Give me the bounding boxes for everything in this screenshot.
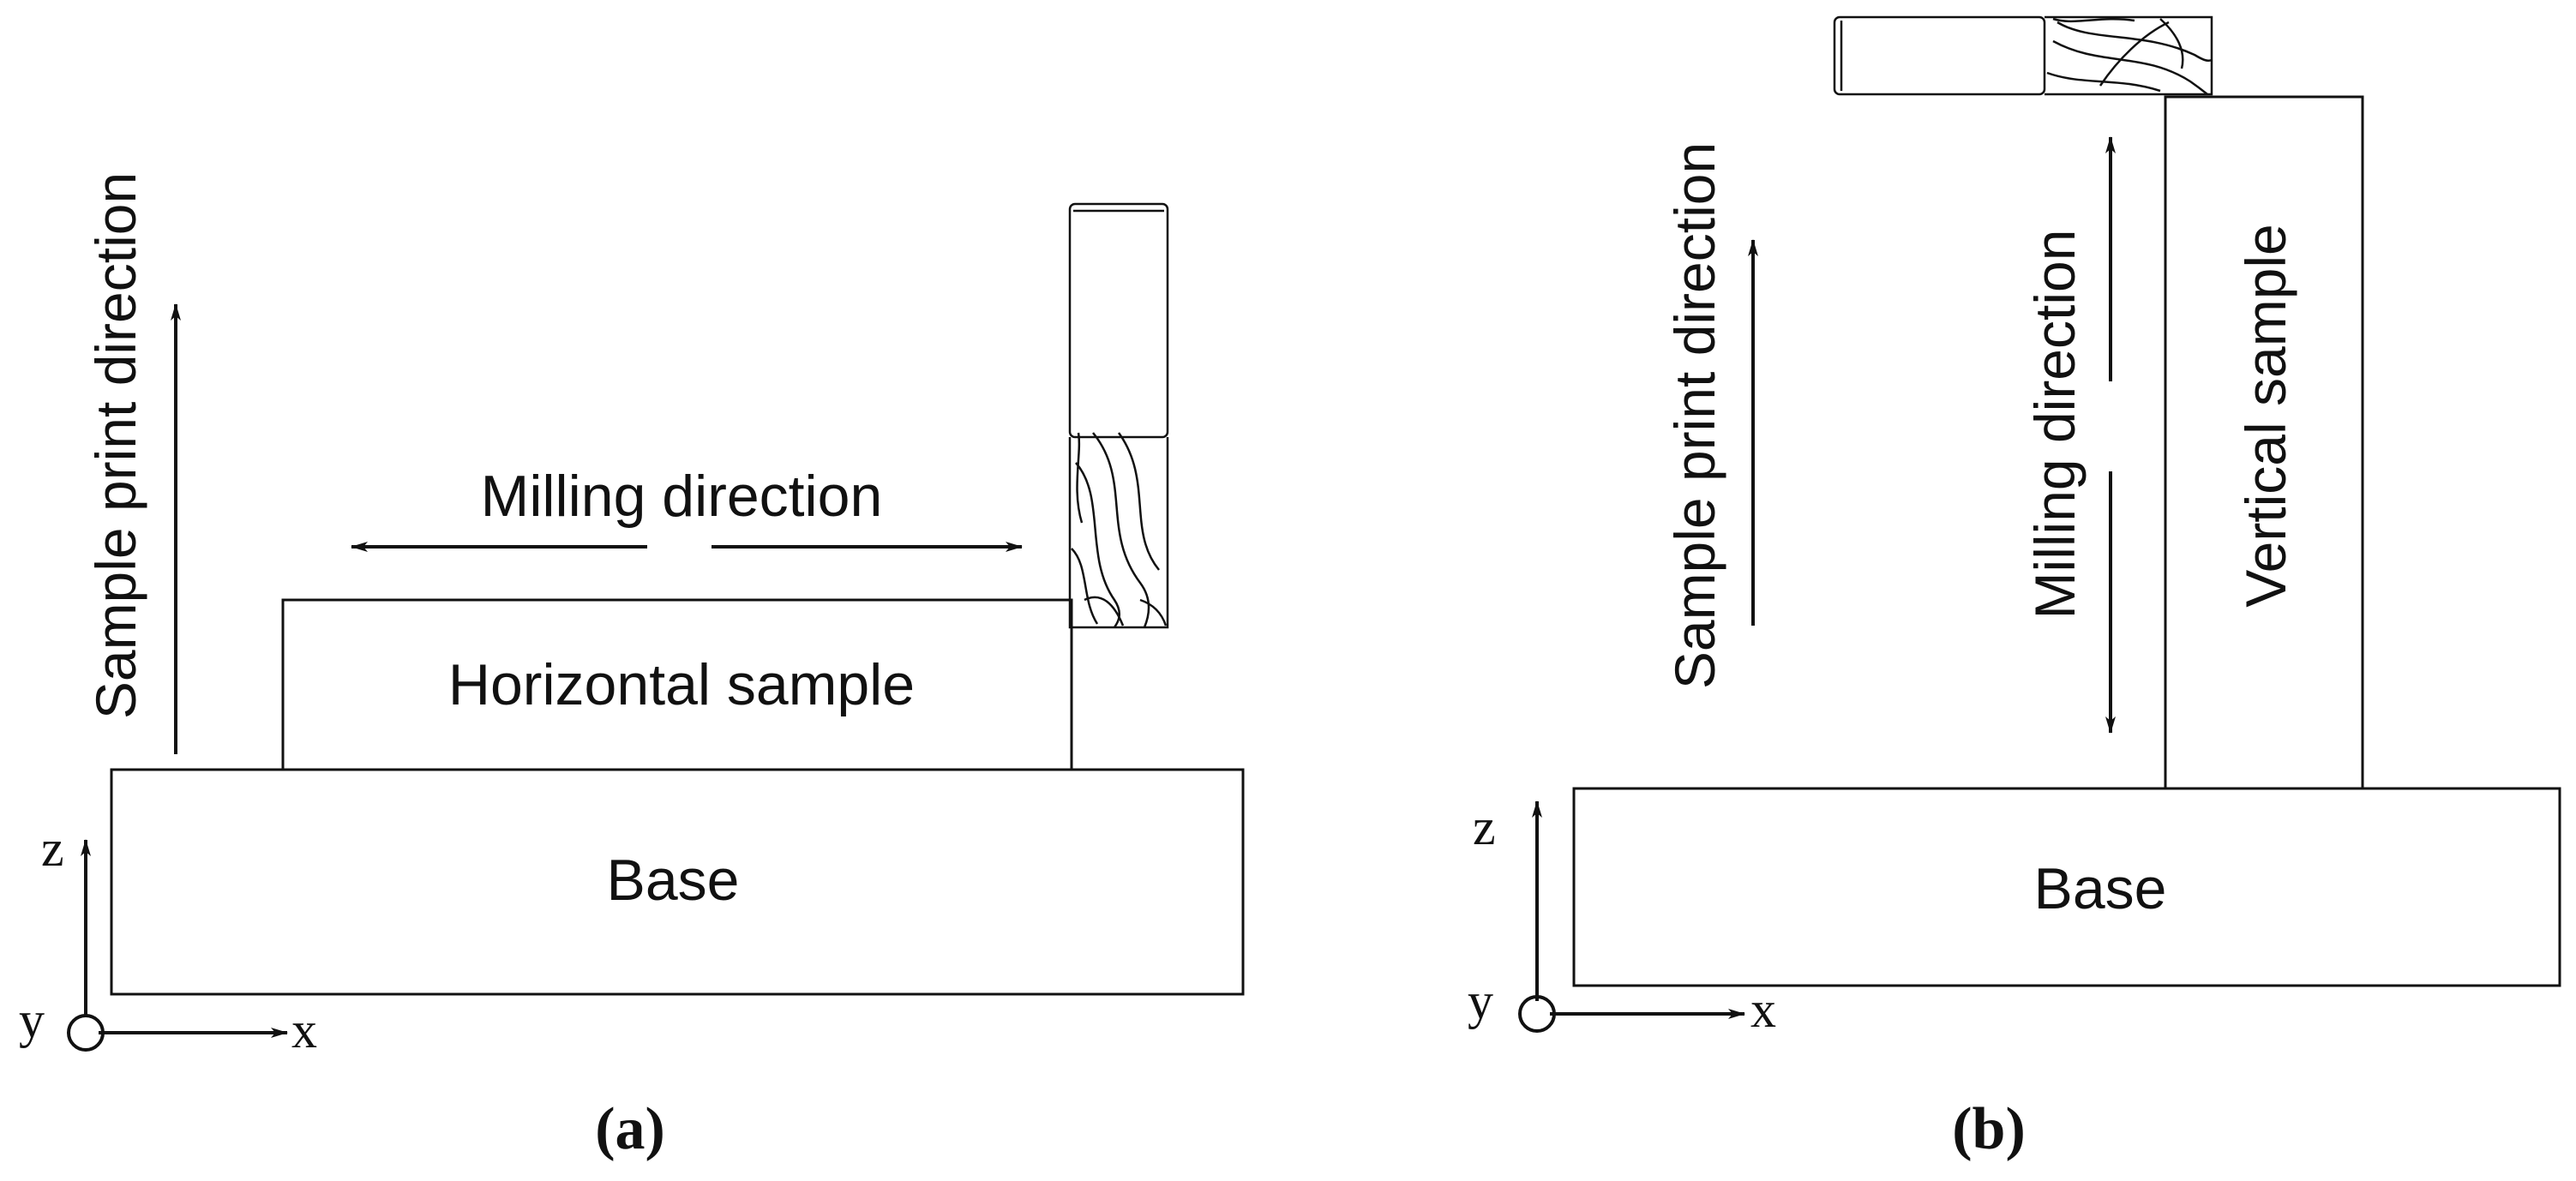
axes-a: z x y xyxy=(19,820,317,1058)
milling-direction-label-a: Milling direction xyxy=(481,464,883,529)
end-mill-tool-b xyxy=(1833,15,2213,96)
print-direction-label-a: Sample print direction xyxy=(84,172,147,719)
milling-direction-label-b: Milling direction xyxy=(2023,230,2087,620)
axis-y-label-b: y xyxy=(1468,973,1493,1029)
y-axis-out-of-plane-icon-b xyxy=(1518,995,1556,1033)
caption-a: (a) xyxy=(595,1096,665,1162)
base-block-b xyxy=(1572,787,2561,987)
axis-z-label-a: z xyxy=(41,820,64,877)
base-label-a: Base xyxy=(607,848,740,913)
panel-a: Base Horizontal sample Sample print dire… xyxy=(19,172,1245,1162)
caption-b: (b) xyxy=(1952,1096,2026,1162)
vertical-sample-label: Vertical sample xyxy=(2234,224,2297,608)
axis-z-label-b: z xyxy=(1473,799,1496,855)
axis-x-label-b: x xyxy=(1750,981,1776,1038)
horizontal-sample-label: Horizontal sample xyxy=(448,652,915,717)
vertical-sample-block xyxy=(2164,95,2364,790)
print-direction-label-b: Sample print direction xyxy=(1663,142,1726,689)
panel-b: Base Vertical sample Sample print direct… xyxy=(1468,15,2561,1162)
base-label-b: Base xyxy=(2034,856,2167,921)
axes-b: z x y xyxy=(1468,799,1776,1038)
y-axis-out-of-plane-icon-a xyxy=(67,1014,105,1052)
end-mill-tool-a xyxy=(1068,202,1169,629)
axis-x-label-a: x xyxy=(291,1002,317,1058)
axis-y-label-a: y xyxy=(19,992,45,1048)
horizontal-sample-block xyxy=(281,598,1073,771)
